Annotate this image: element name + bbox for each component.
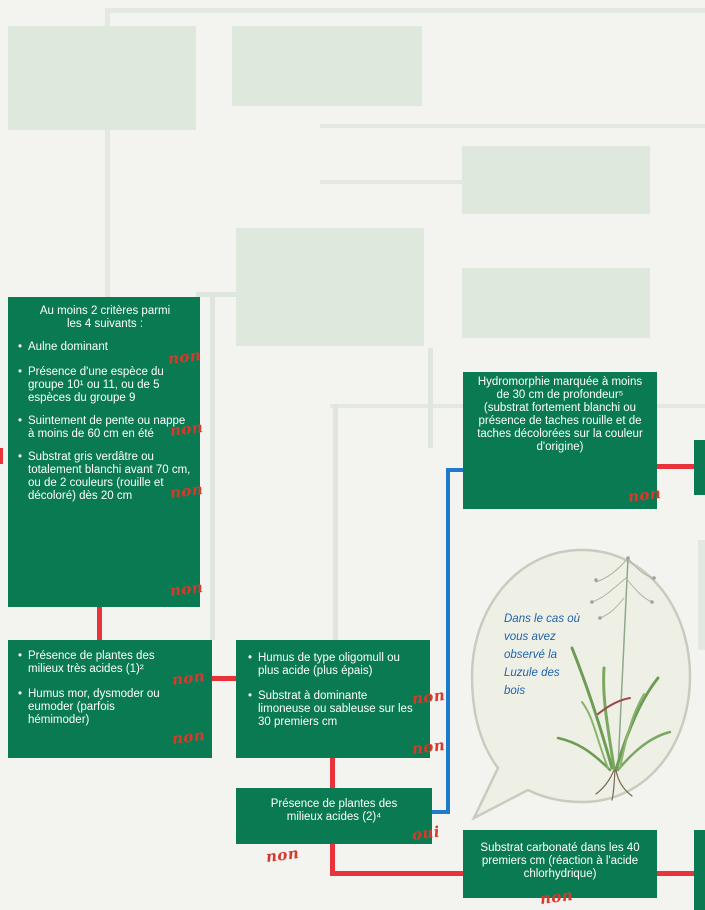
bubble-caption: Dans le cas où vous avez observé la Luzu…: [504, 610, 580, 700]
faded-box: [462, 268, 650, 338]
no-answer-label: non: [264, 844, 301, 866]
connector-line: [446, 468, 450, 813]
faded-box: [8, 26, 196, 130]
connector-line: [657, 871, 695, 876]
connector-line: [210, 676, 236, 681]
connector-line: [330, 843, 335, 875]
faded-connector: [320, 180, 462, 184]
connector-line: [97, 607, 102, 640]
seed-dots: [590, 556, 656, 620]
bubble-line: Luzule des: [504, 667, 560, 679]
acid-plants-2-box: Présence de plantes des milieux acides (…: [236, 788, 432, 844]
faded-connector: [105, 8, 705, 13]
humus-box: Humus de type oligomull ou plus acide (p…: [236, 640, 430, 758]
bubble-line: bois: [504, 685, 526, 697]
bubble-line: Dans le cas où: [504, 613, 581, 625]
no-answer-label: non: [410, 686, 447, 708]
luzula-plant-icon: [556, 557, 672, 801]
faded-connector: [105, 8, 110, 298]
criterion-item: Humus de type oligomull ou plus acide (p…: [248, 652, 422, 678]
connector-line: [330, 758, 335, 788]
box-text: Substrat carbonaté dans les 40 premiers …: [480, 842, 640, 880]
speech-bubble: [470, 548, 692, 821]
box-text: Hydromorphie marquée à moins de 30 cm de…: [477, 376, 643, 453]
no-answer-label: non: [538, 886, 575, 908]
connector-line: [196, 292, 236, 297]
criteria-header: Au moins 2 critères parmi les 4 suivants…: [39, 305, 171, 330]
connector-line: [446, 468, 463, 472]
criterion-item: Substrat gris verdâtre ou totalement bla…: [18, 451, 192, 503]
edge-mark: [0, 448, 3, 464]
box-text: Présence de plantes des milieux acides (…: [270, 798, 398, 823]
criterion-item: Aulne dominant: [18, 341, 192, 354]
bubble-line: vous avez: [504, 631, 556, 643]
connector-line: [657, 464, 695, 469]
faded-box: [232, 26, 422, 106]
faded-box: [462, 146, 650, 214]
connector-line: [428, 348, 433, 448]
connector-line: [330, 871, 464, 876]
criterion-item: Présence de plantes des milieux très aci…: [18, 650, 204, 676]
criterion-item: Substrat à dominante limoneuse ou sableu…: [248, 690, 422, 729]
bubble-line: observé la: [504, 649, 558, 661]
carbonate-box: Substrat carbonaté dans les 40 premiers …: [463, 830, 657, 898]
faded-connector: [320, 124, 705, 128]
connector-line: [432, 810, 450, 814]
faded-box: [236, 228, 424, 346]
next-box-edge: [694, 830, 705, 910]
connector-line: [210, 292, 215, 640]
yes-answer-label: oui: [410, 822, 441, 844]
next-box-edge: [694, 440, 705, 495]
criterion-item: Suintement de pente ou nappe à moins de …: [18, 415, 192, 441]
faded-connector: [698, 540, 705, 650]
hydromorphy-box: Hydromorphie marquée à moins de 30 cm de…: [463, 372, 657, 509]
acid-plants-box: Présence de plantes des milieux très aci…: [8, 640, 212, 758]
connector-line: [333, 404, 338, 640]
criteria-box: Au moins 2 critères parmi les 4 suivants…: [8, 297, 200, 607]
criterion-item: Présence d'une espèce du groupe 10¹ ou 1…: [18, 366, 192, 405]
no-answer-label: non: [410, 736, 447, 758]
criterion-item: Humus mor, dysmoder ou eumoder (parfois …: [18, 688, 204, 727]
